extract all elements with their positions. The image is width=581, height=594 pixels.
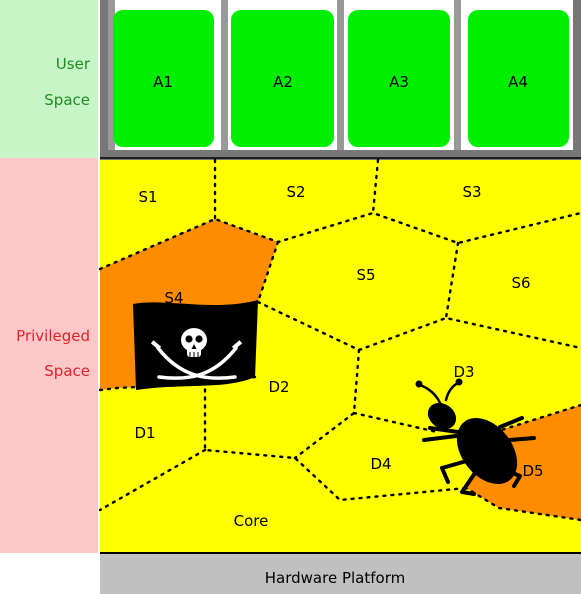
privileged-space-label-1: Privileged (16, 327, 90, 345)
privileged-space-band (0, 158, 98, 553)
region-s6-label: S6 (511, 274, 530, 292)
user-space-label-1: User (56, 55, 91, 73)
pirate-flag-icon (133, 300, 258, 390)
region-s3-label: S3 (462, 183, 481, 201)
region-core-label: Core (234, 512, 269, 530)
app-a3[interactable]: A3 (348, 10, 450, 147)
region-d4-label: D4 (370, 455, 391, 473)
region-s5-label: S5 (356, 266, 375, 284)
app-a4[interactable]: A4 (468, 10, 569, 147)
app-a4-label: A4 (508, 73, 528, 91)
app-a3-label: A3 (389, 73, 409, 91)
region-d2-label: D2 (268, 378, 289, 396)
region-d5-label: D5 (522, 462, 543, 480)
region-d3-label: D3 (453, 363, 474, 381)
region-s1-label: S1 (138, 188, 157, 206)
user-space-label-2: Space (44, 91, 90, 109)
privileged-space-label-2: Space (44, 362, 90, 380)
app-a2[interactable]: A2 (231, 10, 334, 147)
app-a1-label: A1 (153, 73, 173, 91)
user-space-band (0, 0, 98, 158)
app-a1[interactable]: A1 (113, 10, 214, 147)
app-a2-label: A2 (273, 73, 293, 91)
region-d1-label: D1 (134, 424, 155, 442)
hardware-platform-label: Hardware Platform (265, 569, 405, 587)
hardware-platform: Hardware Platform (100, 554, 581, 594)
region-s2-label: S2 (286, 183, 305, 201)
